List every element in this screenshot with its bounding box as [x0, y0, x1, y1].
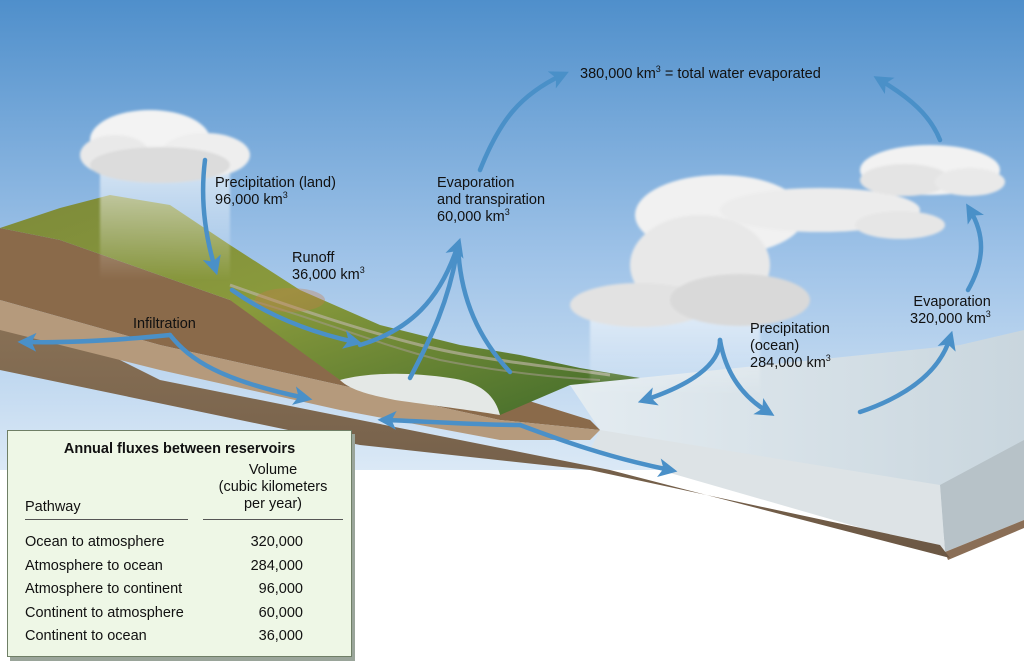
volume-column-header: Volume (cubic kilometers per year): [218, 462, 328, 512]
annual-fluxes-table: Annual fluxes between reservoirs Volume …: [7, 430, 352, 657]
clouds: [80, 110, 1005, 395]
arrow-groundwater-left: [377, 410, 523, 430]
table-row: Atmosphere to continent 96,000: [8, 578, 351, 602]
pathway-cell: Atmosphere to continent: [25, 581, 183, 597]
volume-cell: 60,000: [258, 604, 303, 621]
header-rule-volume: [203, 519, 343, 520]
volume-cell: 36,000: [258, 628, 303, 644]
pathway-cell: Continent to atmosphere: [25, 604, 184, 621]
table-row: Continent to atmosphere 60,000: [8, 602, 351, 626]
table-title: Annual fluxes between reservoirs: [63, 441, 296, 457]
volume-cell: 284,000: [250, 557, 303, 574]
arrow-infiltration-right: [167, 332, 313, 405]
arrow-evap-transp-2: [407, 242, 461, 381]
volume-cell: 320,000: [250, 534, 303, 550]
arrow-evap-transp-1: [357, 237, 464, 348]
label-precipitation-ocean: Precipitation (ocean) 284,000 km3: [750, 321, 831, 371]
pathway-cell: Ocean to atmosphere: [25, 534, 165, 550]
label-precipitation-land: Precipitation (land) 96,000 km3: [215, 175, 336, 208]
arrow-precip-ocean-left: [637, 337, 723, 406]
label-runoff: Runoff 36,000 km3: [292, 250, 365, 283]
arrow-runoff: [229, 287, 363, 349]
cloud-right: [860, 145, 1005, 196]
arrow-to-total-right: [873, 76, 943, 143]
pathway-cell: Continent to ocean: [25, 628, 147, 644]
table-row: Continent to ocean 36,000: [8, 625, 351, 649]
pathway-column-header: Pathway: [25, 499, 81, 515]
table-row: Ocean to atmosphere 320,000: [8, 531, 351, 555]
table-row: Atmosphere to ocean 284,000: [8, 555, 351, 579]
flux-arrows: [17, 71, 984, 478]
arrow-evap-ocean-upper: [965, 203, 984, 293]
label-evaporation-transpiration: Evaporation and transpiration 60,000 km3: [437, 175, 546, 225]
cloud-center: [570, 175, 945, 395]
arrow-evap-transp-3: [455, 242, 513, 375]
arrow-evap-ocean-lower: [857, 330, 956, 415]
label-infiltration: Infiltration: [133, 316, 196, 332]
arrow-up-to-total: [477, 71, 569, 173]
label-total-evaporated: 380,000 km3 = total water evaporated: [580, 64, 821, 82]
arrow-infiltration-left: [17, 332, 173, 352]
pathway-cell: Atmosphere to ocean: [25, 557, 163, 574]
header-rule-pathway: [25, 519, 188, 520]
table-body: Ocean to atmosphere 320,000 Atmosphere t…: [8, 531, 351, 649]
volume-cell: 96,000: [258, 581, 303, 597]
label-evaporation-ocean: Evaporation 320,000 km3: [910, 294, 991, 327]
arrow-groundwater-right: [517, 422, 678, 478]
arrow-precip-ocean-right: [717, 337, 775, 416]
arrow-precip-land: [200, 157, 221, 276]
